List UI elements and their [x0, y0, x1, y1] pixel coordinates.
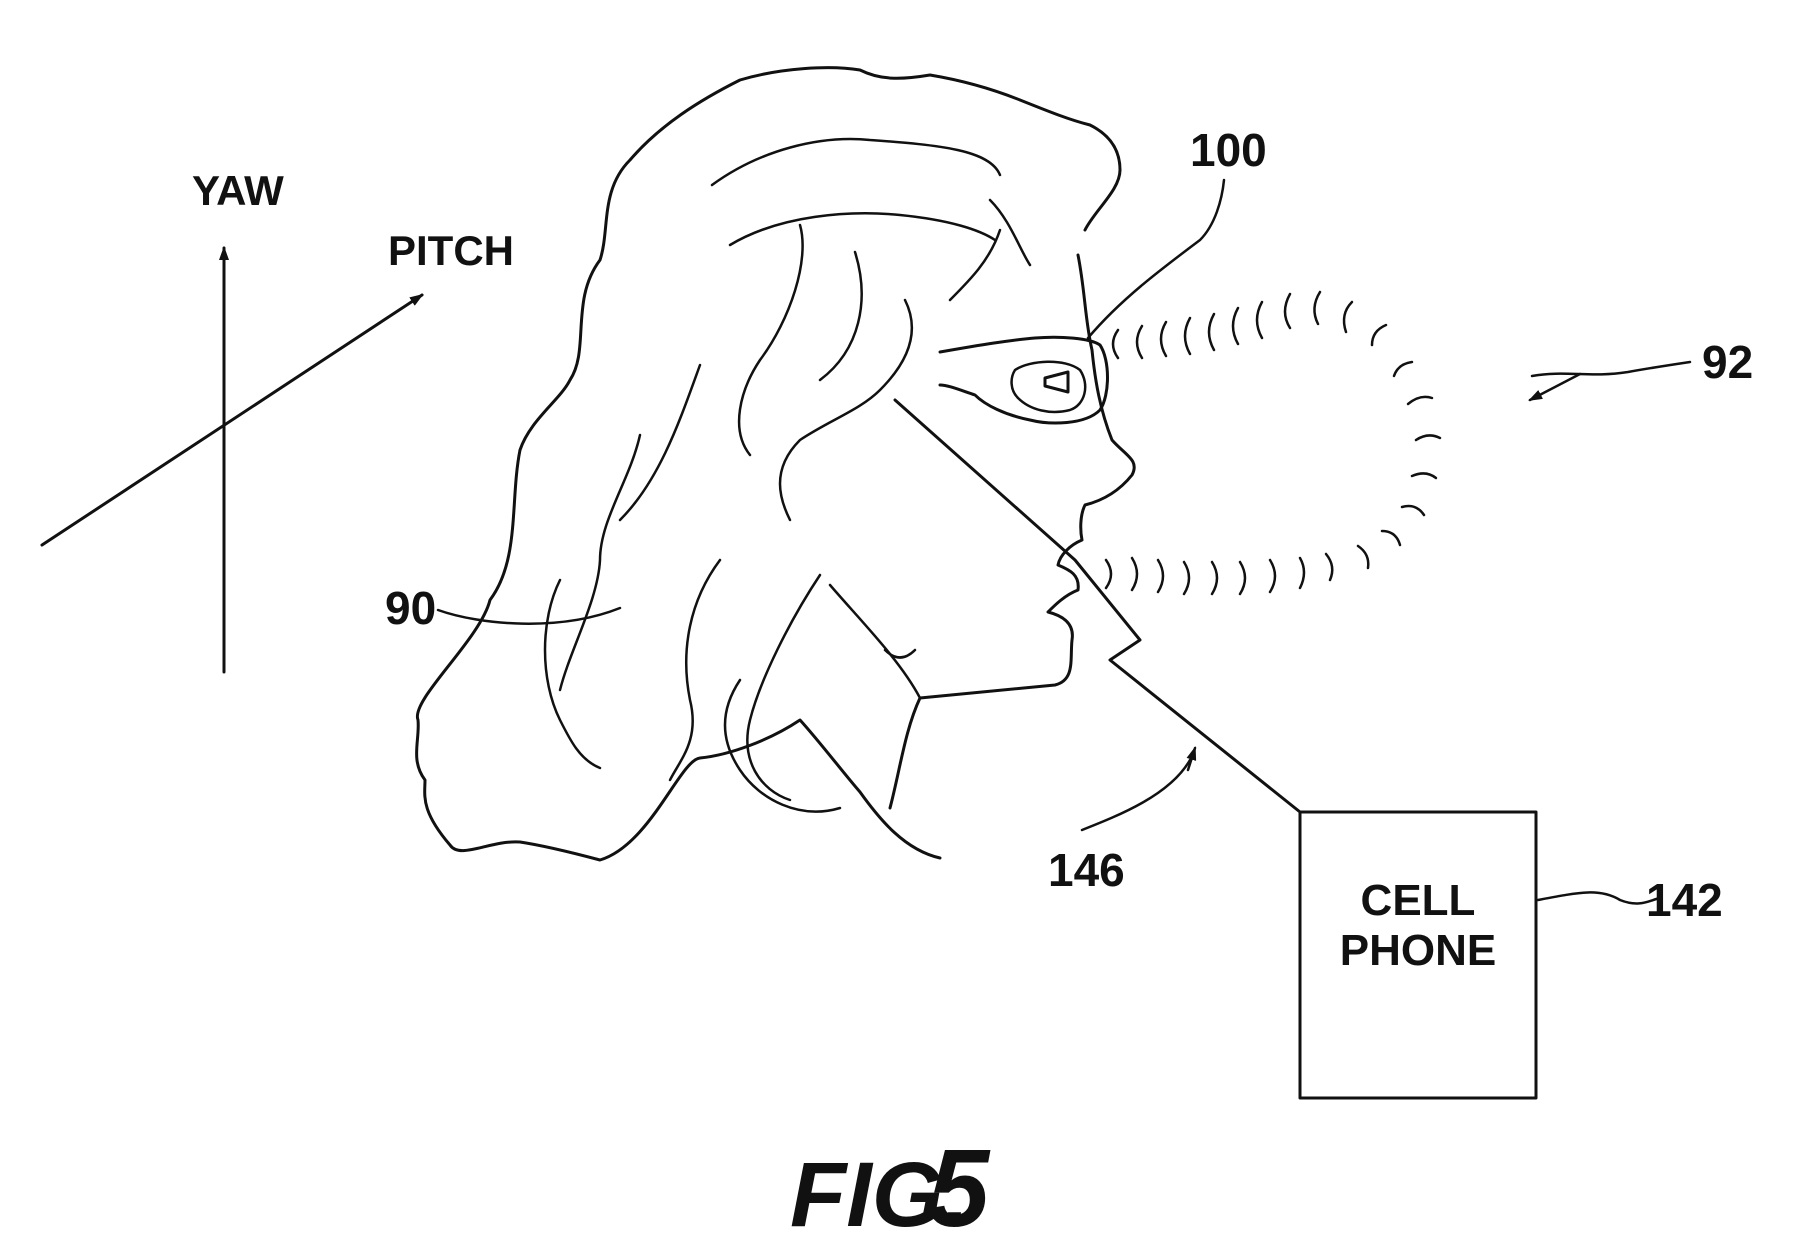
head-illustration	[417, 68, 1135, 860]
hair-inner-lines-8	[670, 560, 720, 780]
cable-illustration	[895, 400, 1300, 812]
pitch-label: PITCH	[388, 227, 514, 274]
face-profile	[890, 255, 1134, 808]
cell-phone-label-line2: PHONE	[1340, 926, 1496, 975]
hair-right-edge	[1085, 170, 1120, 230]
yaw-label: YAW	[192, 167, 284, 214]
eyewear-frame	[940, 337, 1108, 423]
jaw-line	[830, 585, 920, 698]
axes-indicator: YAW PITCH	[42, 167, 514, 672]
hair-inner-lines-1	[712, 139, 1000, 185]
leader-90	[438, 608, 620, 624]
ref-92: 92	[1702, 336, 1753, 388]
leader-146	[1082, 760, 1190, 830]
eyewear-illustration	[940, 337, 1108, 423]
reference-numerals: 100 92 90 146 142	[385, 124, 1753, 926]
leader-92	[1532, 362, 1690, 376]
hair-inner-lines-9	[545, 580, 600, 768]
ref-146: 146	[1048, 844, 1125, 896]
hair-inner-lines-10	[747, 575, 820, 800]
ref-100: 100	[1190, 124, 1267, 176]
ref-90: 90	[385, 582, 436, 634]
hair-outline	[417, 68, 1120, 860]
hair-inner-lines-12	[990, 200, 1030, 265]
cell-phone-label-line1: CELL	[1361, 876, 1476, 925]
pitch-axis-arrow	[42, 295, 422, 545]
cable-line	[895, 400, 1300, 812]
hair-inner-lines-7	[780, 300, 912, 520]
ref-142: 142	[1646, 874, 1723, 926]
hair-inner-lines-3	[560, 435, 640, 690]
eye-icon	[1045, 372, 1068, 392]
hair-inner-lines-6	[820, 252, 862, 380]
sound-waves	[1106, 292, 1440, 594]
leader-100	[1088, 180, 1224, 338]
hair-inner-lines-4	[620, 365, 700, 520]
leader-92-arrow	[1530, 374, 1580, 400]
cell-phone-box: CELL PHONE	[1300, 812, 1536, 1098]
hair-inner-lines-2	[730, 213, 995, 245]
figure-title-number: 5	[928, 1127, 991, 1250]
leader-lines	[438, 180, 1690, 903]
figure-caption: FIG. 5	[790, 1127, 991, 1250]
leader-146-arrow	[1188, 748, 1195, 770]
hair-inner-lines-13	[950, 230, 1000, 300]
hair-inner-lines-5	[739, 225, 803, 455]
leader-142	[1538, 892, 1660, 903]
